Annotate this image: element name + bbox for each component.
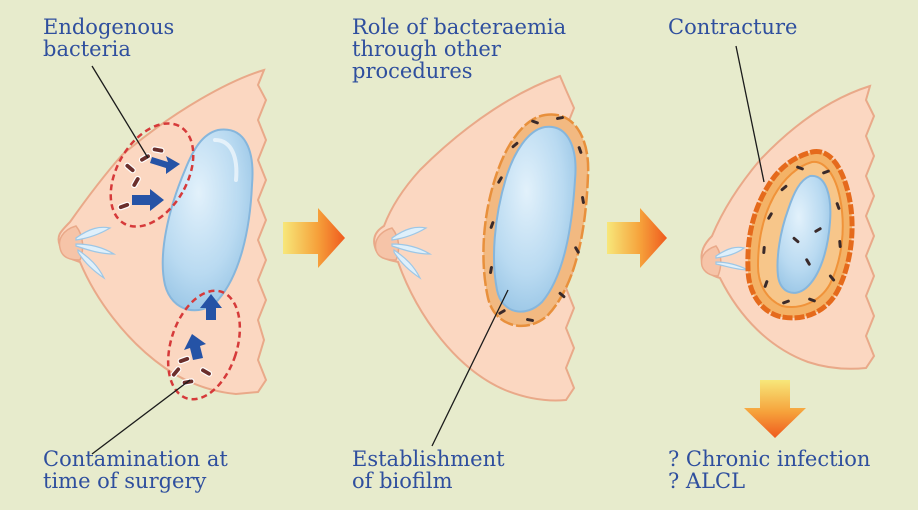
leader-contracture: [736, 46, 764, 182]
panel-3: [701, 46, 874, 369]
panel-1: [58, 66, 266, 454]
label-contracture: Contracture: [668, 16, 797, 38]
label-bacteraemia: Role of bacteraemia through other proced…: [352, 16, 566, 82]
outcome-arrow-down: [744, 380, 806, 438]
label-chronic-infection: ? Chronic infection: [668, 448, 870, 470]
process-arrow-1: [283, 208, 345, 268]
leader-endogenous: [92, 66, 148, 158]
label-biofilm: Establishment of biofilm: [352, 448, 505, 492]
label-contamination-at-surgery: Contamination at time of surgery: [43, 448, 228, 492]
leader-contamination: [92, 380, 190, 454]
panel-2: [374, 76, 588, 446]
label-alcl: ? ALCL: [668, 470, 745, 492]
process-arrow-2: [607, 208, 667, 268]
label-endogenous-bacteria: Endogenous bacteria: [43, 16, 174, 60]
